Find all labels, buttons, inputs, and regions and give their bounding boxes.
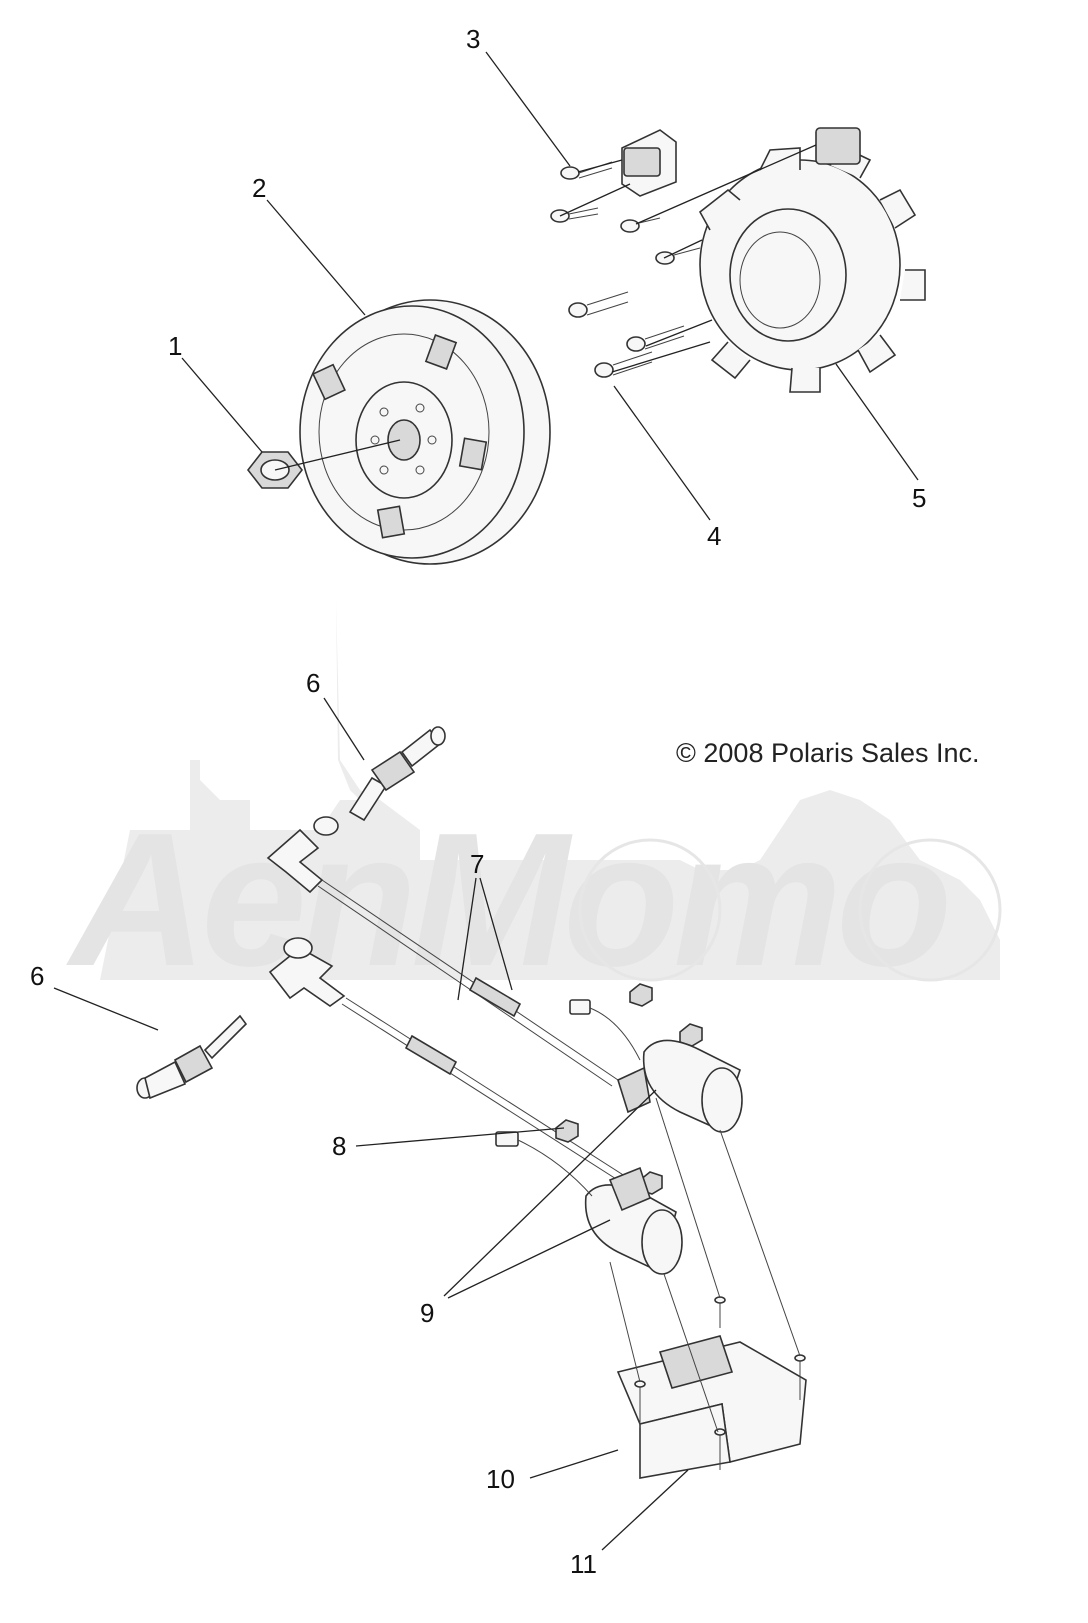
ignition-coil-upper: [569, 999, 743, 1133]
callout-6-lower: 6: [30, 961, 44, 991]
stator: [698, 127, 926, 393]
crank-position-sensor: [550, 129, 677, 223]
callout-10: 10: [486, 1464, 515, 1494]
callout-6-upper: 6: [306, 668, 320, 698]
watermark: AenMomo: [66, 600, 1002, 1006]
callout-2: 2: [252, 173, 266, 203]
coil-mounting-bracket: [616, 1296, 807, 1479]
stator-bolts: [568, 217, 701, 378]
ignition-coil-lower: [495, 1131, 683, 1275]
callout-3: 3: [466, 24, 480, 54]
spark-plug-lower: [136, 1014, 248, 1100]
callout-11: 11: [570, 1549, 597, 1579]
copyright-notice: © 2008 Polaris Sales Inc.: [676, 738, 980, 768]
leader-lines: [53, 51, 919, 1551]
spark-plug-upper: [348, 726, 446, 822]
flywheel: [299, 299, 551, 565]
callout-7: 7: [470, 849, 484, 879]
callout-8: 8: [332, 1131, 346, 1161]
callout-9: 9: [420, 1298, 434, 1328]
callout-labels: 1 2 3 4 5 6 6 7 8 9 10 11: [30, 24, 926, 1579]
callout-1: 1: [168, 331, 182, 361]
watermark-text: AenMomo: [66, 794, 946, 1006]
spark-plug-leads: [266, 816, 629, 1185]
callout-4: 4: [707, 521, 721, 551]
callout-5: 5: [912, 483, 926, 513]
